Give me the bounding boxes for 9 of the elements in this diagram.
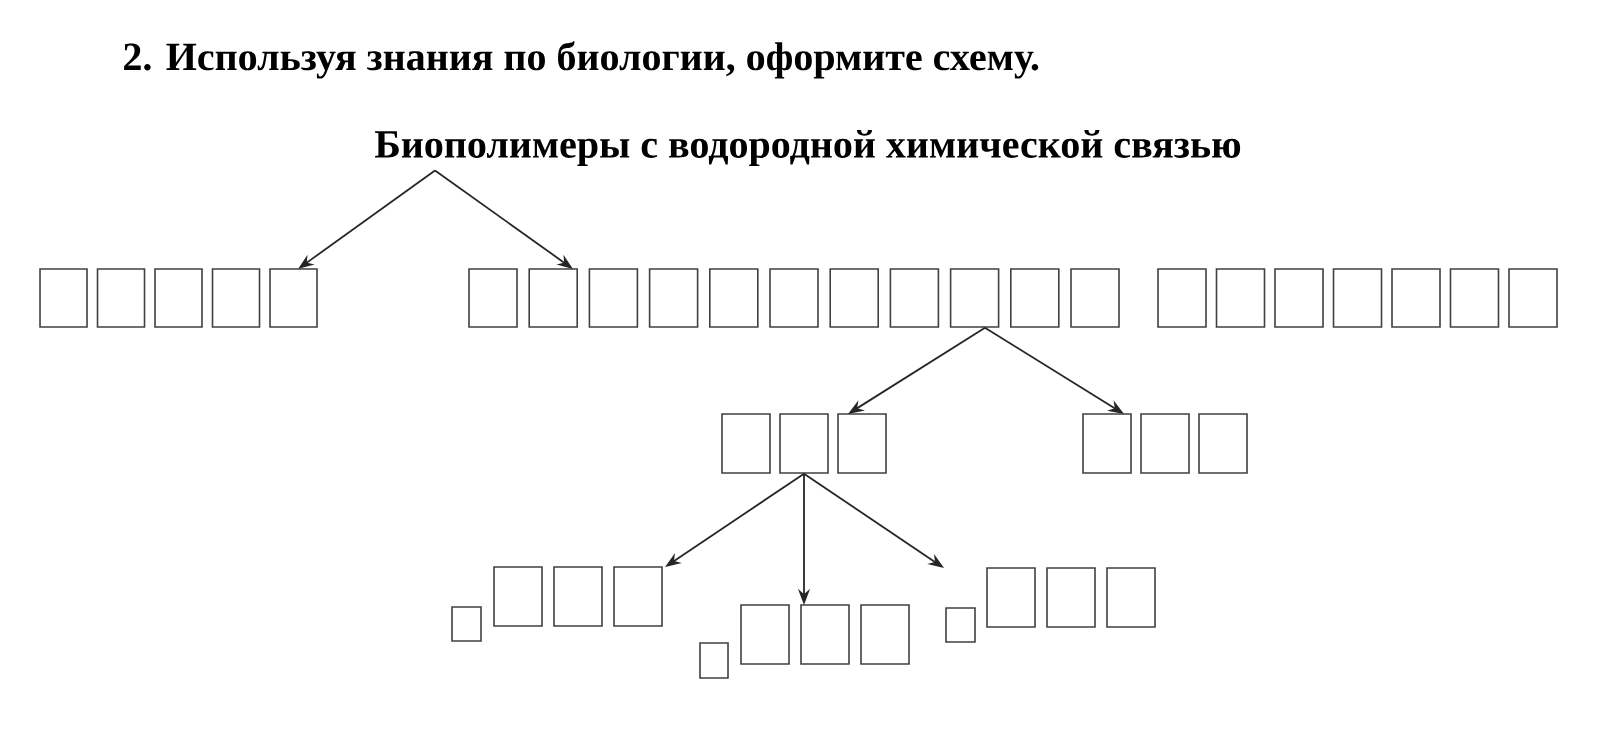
heading-text: Биополимеры с водородной химической связью [375,129,1241,166]
task-heading: 2. Используя знания по биологии, оформите схему. [124,41,1039,79]
letter-boxes [699,604,910,679]
letter-boxes [945,567,1156,643]
letter-boxes [468,268,1558,328]
letter-boxes [451,566,663,642]
letter-boxes [721,413,887,474]
letter-boxes [39,268,318,328]
letter-boxes [1082,413,1248,474]
